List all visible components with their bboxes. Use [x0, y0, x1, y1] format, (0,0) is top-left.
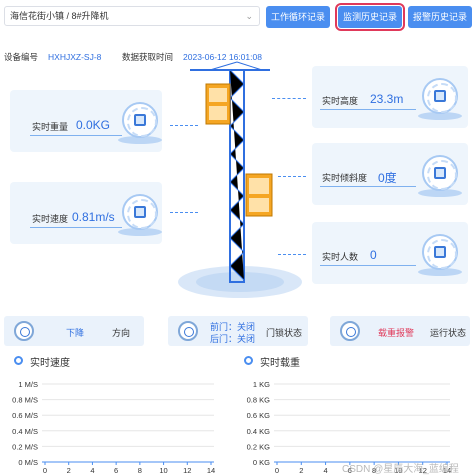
y-tick-label: 0.4 KG: [247, 427, 271, 436]
run-status-value: 载重报警: [378, 328, 415, 338]
speed-chart-title: 实时速度: [30, 358, 70, 369]
load-connector: [170, 125, 198, 126]
x-tick-label: 14: [207, 466, 215, 475]
data-time-value: 2023-06-12 16:01:08: [183, 52, 262, 62]
y-tick-label: 0.6 M/S: [12, 411, 38, 420]
y-tick-label: 1 M/S: [18, 380, 38, 389]
status-gauge-icon: [340, 321, 360, 341]
scale-icon: [118, 100, 162, 144]
height-gauge-icon: [418, 76, 462, 120]
load-chart-title: 实时载重: [260, 358, 300, 369]
y-tick-label: 0.2 M/S: [12, 442, 38, 451]
load-label: 实时重量: [32, 122, 69, 132]
direction-label: 方向: [112, 328, 131, 338]
load-chart-dot-icon: [244, 356, 253, 365]
device-id-row: 设备编号 HXHJXZ-SJ-8: [4, 51, 101, 63]
speed-card: 实时速度 0.81m/s: [10, 182, 162, 244]
x-tick-label: 10: [159, 466, 167, 475]
direction-value: 下降: [66, 328, 85, 338]
people-card: 实时人数 0: [312, 222, 468, 284]
load-value: 0.0KG: [76, 118, 111, 132]
y-tick-label: 0.6 KG: [247, 411, 271, 420]
x-tick-label: 8: [138, 466, 142, 475]
x-tick-label: 2: [299, 466, 303, 475]
people-value: 0: [370, 248, 377, 262]
door-lock-status: 前门：关闭 后门：关闭 门锁状态: [168, 316, 308, 346]
direction-status: 下降 方向: [4, 316, 144, 346]
x-tick-label: 14: [443, 466, 451, 475]
speed-label: 实时速度: [32, 214, 69, 224]
speed-underline: [30, 227, 122, 228]
height-value: 23.3m: [370, 92, 404, 106]
height-label: 实时高度: [322, 96, 359, 106]
people-underline: [320, 265, 416, 266]
y-tick-label: 0 M/S: [18, 458, 38, 467]
monitor-history-button[interactable]: 监测历史记录: [335, 3, 405, 31]
load-underline: [30, 135, 122, 136]
x-tick-label: 12: [419, 466, 427, 475]
back-door-status: 后门：关闭: [210, 334, 256, 344]
x-tick-label: 2: [67, 466, 71, 475]
y-tick-label: 0 KG: [253, 458, 270, 467]
y-tick-label: 0.2 KG: [247, 442, 271, 451]
device-id-value: HXHJXZ-SJ-8: [48, 52, 102, 62]
x-tick-label: 12: [183, 466, 191, 475]
load-chart: 1 KG 0.8 KG 0.6 KG 0.4 KG 0.2 KG 0 KG 0 2 4 6 8 10 1…: [247, 380, 452, 475]
x-tick-label: 6: [114, 466, 118, 475]
tilt-value: 0度: [378, 171, 397, 185]
breadcrumb: 海信花街小镇 / 8#升降机: [10, 11, 109, 21]
y-tick-label: 0.8 KG: [247, 396, 271, 405]
site-device-select[interactable]: 海信花街小镇 / 8#升降机 ⌄: [4, 6, 260, 26]
tilt-card: 实时倾斜度 0度: [312, 143, 468, 205]
device-id-label: 设备编号: [4, 52, 39, 62]
speed-chart: 1 M/S 0.8 M/S 0.6 M/S 0.4 M/S 0.2 M/S 0 M/S 0 2…: [12, 380, 215, 475]
work-cycle-button[interactable]: 工作循环记录: [266, 6, 330, 28]
x-tick-label: 4: [90, 466, 94, 475]
y-tick-label: 0.4 M/S: [12, 427, 38, 436]
data-time-row: 数据获取时间 2023-06-12 16:01:08: [122, 51, 262, 63]
run-status-label: 运行状态: [430, 328, 467, 338]
y-tick-label: 1 KG: [253, 380, 270, 389]
y-tick-label: 0.8 M/S: [12, 396, 38, 405]
alarm-history-button[interactable]: 报警历史记录: [408, 6, 472, 28]
run-status: 载重报警 运行状态: [330, 316, 470, 346]
speed-value: 0.81m/s: [72, 210, 115, 224]
people-connector: [278, 254, 306, 255]
people-label: 实时人数: [322, 252, 359, 262]
load-card: 实时重量 0.0KG: [10, 90, 162, 152]
elevator-illustration: [178, 61, 302, 298]
x-tick-label: 6: [348, 466, 352, 475]
data-time-label: 数据获取时间: [122, 52, 174, 62]
x-tick-label: 8: [372, 466, 376, 475]
chevron-down-icon: ⌄: [245, 11, 253, 21]
x-tick-label: 0: [275, 466, 279, 475]
tilt-connector: [278, 176, 306, 177]
tilt-underline: [320, 186, 416, 187]
speedometer-icon: [118, 192, 162, 236]
top-bar: 海信花街小镇 / 8#升降机 ⌄ 工作循环记录 监测历史记录 报警历史记录: [0, 0, 474, 38]
x-tick-label: 4: [323, 466, 327, 475]
watermark: CSDN @星辰大海_蓝编程: [342, 464, 459, 475]
speed-connector: [170, 212, 198, 213]
door-lock-label: 门锁状态: [266, 328, 303, 338]
x-tick-label: 0: [43, 466, 47, 475]
x-tick-label: 10: [394, 466, 402, 475]
tilt-label: 实时倾斜度: [322, 173, 368, 183]
tilt-icon: [418, 153, 462, 197]
height-underline: [320, 109, 416, 110]
compass-icon: [14, 321, 34, 341]
height-connector: [272, 98, 306, 99]
height-card: 实时高度 23.3m: [312, 66, 468, 128]
people-icon: [418, 232, 462, 276]
speed-chart-dot-icon: [14, 356, 23, 365]
front-door-status: 前门：关闭: [210, 322, 256, 332]
lock-icon: [178, 321, 198, 341]
